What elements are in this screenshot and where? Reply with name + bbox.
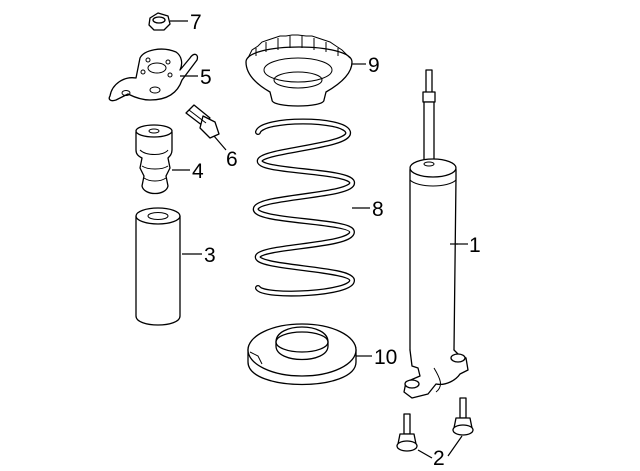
callout-9: 9 [352, 54, 380, 77]
callout-4: 4 [172, 160, 204, 183]
callout-label-10: 10 [374, 346, 397, 369]
callout-7: 7 [170, 11, 202, 34]
mount-bolt-part [185, 104, 220, 139]
callout-label-2: 2 [433, 447, 445, 470]
callout-label-3: 3 [204, 244, 216, 267]
callout-2: 2 [417, 435, 463, 470]
mounting-bolts-part [396, 397, 474, 452]
callout-label-5: 5 [200, 66, 212, 89]
callout-8: 8 [352, 198, 384, 221]
callout-1: 1 [450, 234, 481, 257]
callout-6: 6 [213, 135, 238, 171]
leader-line [417, 449, 433, 459]
upper-mount-part [108, 48, 199, 102]
callout-label-6: 6 [226, 148, 238, 171]
bump-stop-part [135, 124, 173, 195]
callout-label-9: 9 [368, 54, 380, 77]
leader-line [213, 135, 227, 151]
callout-label-7: 7 [190, 11, 202, 34]
callout-label-1: 1 [469, 234, 481, 257]
upper-spring-seat-part [245, 34, 353, 107]
callout-label-8: 8 [372, 198, 384, 221]
dust-boot-part [135, 207, 181, 326]
lower-insulator-part [247, 323, 357, 386]
callout-5: 5 [180, 66, 212, 89]
callout-3: 3 [182, 244, 216, 267]
leader-line [447, 435, 463, 457]
callout-label-4: 4 [192, 160, 204, 183]
callout-10: 10 [356, 346, 397, 369]
nut-part [148, 12, 171, 31]
shock-absorber-part [403, 69, 469, 399]
coil-spring-part [253, 118, 355, 297]
